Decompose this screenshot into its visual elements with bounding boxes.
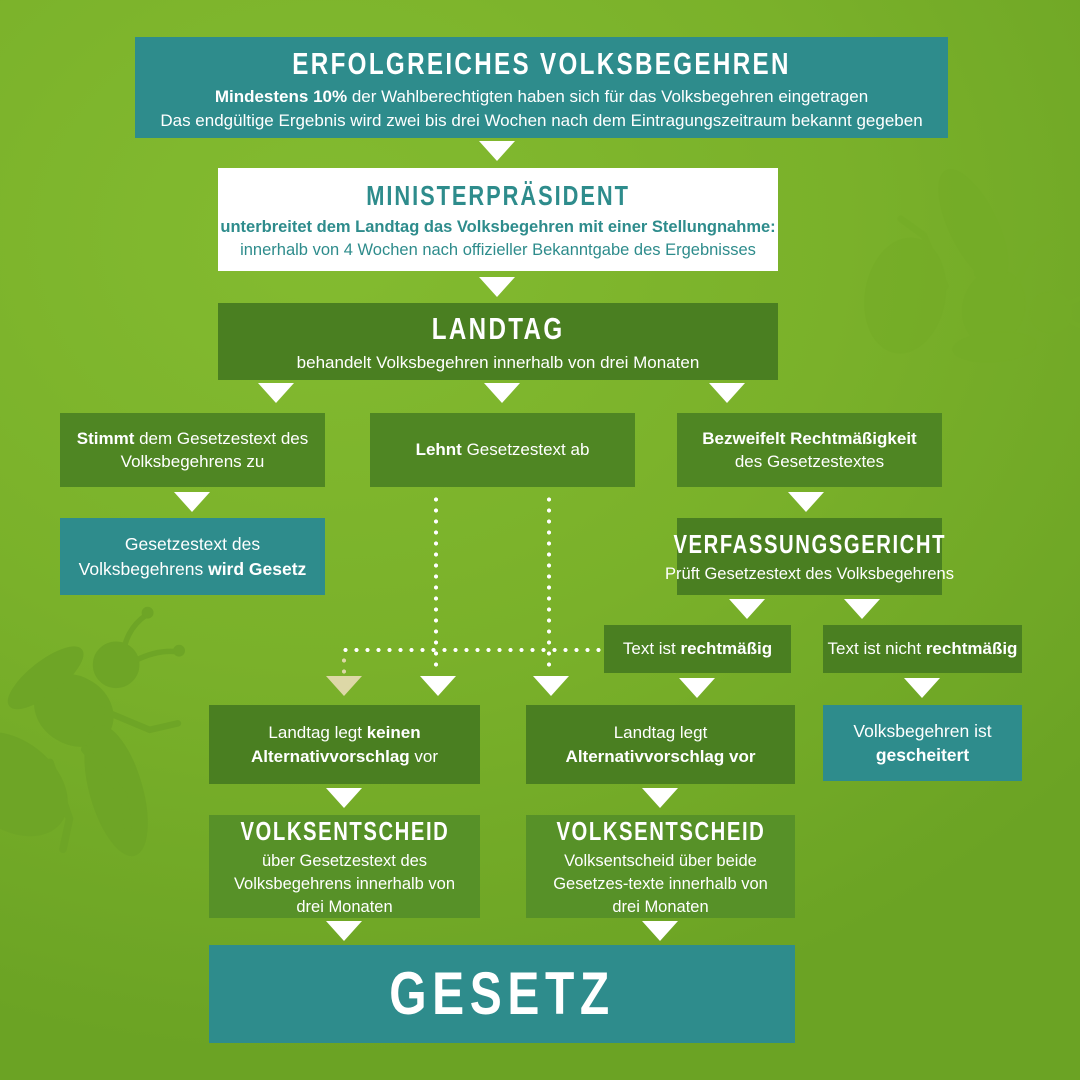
- node-lehnt-ab: Lehnt Gesetzestext ab: [370, 413, 635, 487]
- node-volksentscheid-links: VOLKSENTSCHEID über Gesetzestext des Vol…: [209, 815, 480, 918]
- down-arrow-beige-icon: [326, 676, 362, 696]
- down-arrow-icon: [642, 788, 678, 808]
- node-landtag: LANDTAG behandelt Volksbegehren innerhal…: [218, 303, 778, 380]
- node-subtitle: Volksentscheid über beide Gesetzes-texte…: [553, 852, 768, 916]
- down-arrow-icon: [642, 921, 678, 941]
- dotted-connector-lehnt-left: [434, 494, 438, 670]
- node-verfassungsgericht: VERFASSUNGSGERICHT Prüft Gesetzestext de…: [665, 518, 954, 595]
- node-title: VOLKSENTSCHEID: [240, 816, 449, 847]
- node-subtitle: Prüft Gesetzestext des Volksbegehrens: [665, 565, 954, 584]
- node-wird-gesetz: Gesetzestext des Volksbegehrens wird Ges…: [60, 518, 325, 595]
- down-arrow-icon: [709, 383, 745, 403]
- node-bezweifelt-rechtmaessigkeit: Bezweifelt Rechtmäßigkeit des Gesetzeste…: [677, 413, 942, 487]
- node-text-line2: innerhalb von 4 Wochen nach offizieller …: [240, 240, 756, 259]
- down-arrow-icon: [788, 492, 824, 512]
- down-arrow-icon: [326, 788, 362, 808]
- node-title: ERFOLGREICHES VOLKSBEGEHREN: [292, 45, 791, 81]
- node-text-line1: unterbreitet dem Landtag das Volksbegehr…: [220, 218, 776, 237]
- down-arrow-icon: [420, 676, 456, 696]
- node-stimmt-zu: Stimmt dem Gesetzestext des Volksbegehre…: [60, 413, 325, 487]
- node-gesetz: GESETZ: [209, 945, 795, 1043]
- node-title: VERFASSUNGSGERICHT: [673, 529, 946, 560]
- node-title: MINISTERPRÄSIDENT: [366, 180, 630, 212]
- dotted-connector-lehnt-right: [547, 494, 551, 670]
- node-text-line1: Mindestens 10% der Wahlberechtigten habe…: [214, 87, 869, 107]
- node-alternativvorschlag: Landtag legt Alternativvorschlag vor: [526, 705, 795, 784]
- node-title: VOLKSENTSCHEID: [556, 816, 765, 847]
- down-arrow-icon: [326, 921, 362, 941]
- node-erfolgreiches-volksbegehren: ERFOLGREICHES VOLKSBEGEHREN Mindestens 1…: [135, 37, 948, 138]
- node-subtitle: über Gesetzestext des Volksbegehrens inn…: [233, 852, 456, 916]
- node-title: GESETZ: [389, 959, 615, 1027]
- dotted-connector-rechtmaessig-horizontal: [340, 648, 604, 652]
- node-volksentscheid-rechts: VOLKSENTSCHEID Volksentscheid über beide…: [526, 815, 795, 918]
- node-text: Landtag legt keinen Alternativvorschlag …: [250, 723, 439, 766]
- dotted-connector-turn-down: [342, 655, 346, 674]
- down-arrow-icon: [679, 678, 715, 698]
- bee-silhouette-left-icon: [0, 578, 210, 860]
- node-text: Gesetzestext des Volksbegehrens wird Ges…: [78, 534, 307, 579]
- node-title: LANDTAG: [431, 311, 565, 347]
- node-text: Text ist nicht rechtmäßig: [827, 639, 1018, 659]
- node-text-line2: Das endgültige Ergebnis wird zwei bis dr…: [160, 110, 923, 130]
- down-arrow-icon: [258, 383, 294, 403]
- down-arrow-icon: [484, 383, 520, 403]
- node-text: Lehnt Gesetzestext ab: [415, 440, 590, 460]
- node-text: Landtag legt Alternativvorschlag vor: [565, 723, 756, 766]
- node-subtitle: behandelt Volksbegehren innerhalb von dr…: [296, 353, 700, 373]
- down-arrow-icon: [479, 141, 515, 161]
- down-arrow-icon: [174, 492, 210, 512]
- node-gescheitert: Volksbegehren ist gescheitert: [823, 705, 1022, 781]
- node-text-rechtmaessig: Text ist rechtmäßig: [604, 625, 791, 673]
- down-arrow-icon: [479, 277, 515, 297]
- down-arrow-icon: [533, 676, 569, 696]
- down-arrow-icon: [844, 599, 880, 619]
- node-text: Volksbegehren ist gescheitert: [853, 720, 992, 765]
- node-ministerpraesident: MINISTERPRÄSIDENT unterbreitet dem Landt…: [218, 168, 778, 271]
- node-text: Text ist rechtmäßig: [622, 639, 773, 659]
- node-text: Stimmt dem Gesetzestext des Volksbegehre…: [76, 428, 309, 471]
- node-text-nicht-rechtmaessig: Text ist nicht rechtmäßig: [823, 625, 1022, 673]
- down-arrow-icon: [904, 678, 940, 698]
- down-arrow-icon: [729, 599, 765, 619]
- node-kein-alternativvorschlag: Landtag legt keinen Alternativvorschlag …: [209, 705, 480, 784]
- node-text: Bezweifelt Rechtmäßigkeit des Gesetzeste…: [702, 428, 917, 471]
